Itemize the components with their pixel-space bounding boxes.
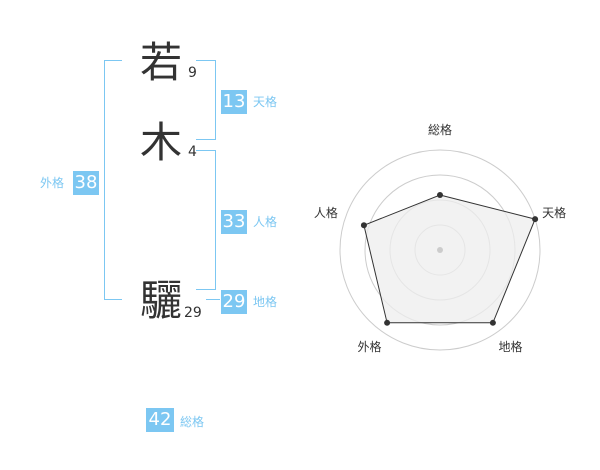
radar-point-4 (384, 319, 391, 326)
radar-point-5 (360, 222, 367, 229)
jinkaku-bracket (196, 150, 216, 290)
radar-point-3 (489, 319, 496, 326)
radar-point-2 (532, 216, 539, 223)
chikaku-value: 29 (221, 290, 247, 314)
chikaku-label: 地格 (253, 295, 278, 309)
name-char-2-strokes: 4 (188, 144, 197, 160)
soukaku-value: 42 (146, 408, 174, 432)
radar-point-1 (437, 192, 443, 198)
radar-axis-label: 地格 (499, 339, 523, 354)
name-char-1-strokes: 9 (188, 65, 197, 81)
name-char-2: 木 (140, 118, 183, 167)
name-char-3: 驪 (140, 276, 183, 325)
gaikaku-label: 外格 (40, 176, 65, 190)
name-char-3-strokes: 29 (184, 305, 202, 321)
tenkaku-value: 13 (221, 90, 247, 114)
jinkaku-value: 33 (221, 210, 247, 234)
radar-axis-label: 総格 (428, 122, 452, 137)
radar-axis-label: 天格 (542, 205, 566, 220)
tenkaku-bracket (196, 60, 216, 140)
tenkaku-label: 天格 (253, 95, 278, 109)
radar-area (363, 194, 536, 324)
gaikaku-bracket (104, 60, 122, 300)
chikaku-connector (206, 299, 220, 300)
name-char-1: 若 (140, 38, 183, 87)
radar-axis-label: 人格 (314, 205, 338, 220)
jinkaku-label: 人格 (253, 215, 278, 229)
radar-center-point (437, 247, 443, 253)
gaikaku-value: 38 (73, 171, 99, 195)
radar-axis-label: 外格 (357, 339, 381, 354)
radar-ring (339, 149, 541, 351)
soukaku-label: 総格 (180, 415, 205, 429)
